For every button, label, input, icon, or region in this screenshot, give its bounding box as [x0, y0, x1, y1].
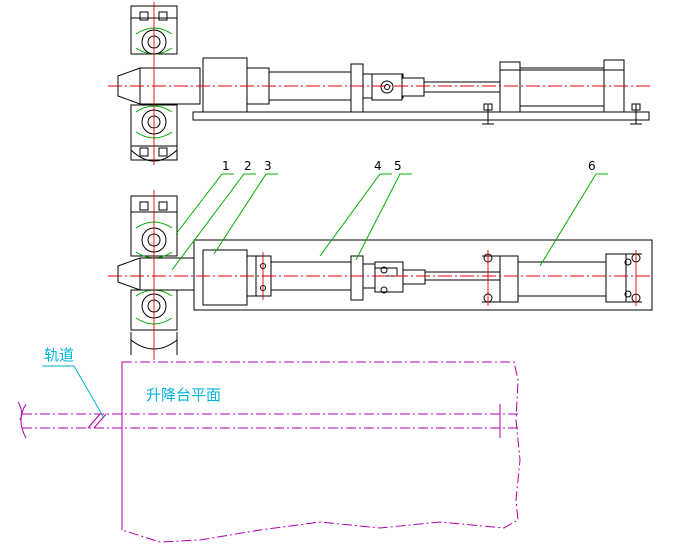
- rail-label: 轨道: [44, 346, 74, 364]
- rail: [17, 401, 520, 439]
- leader-lines: [171, 173, 608, 271]
- annotations: 轨道 升降台平面: [42, 346, 221, 419]
- lift-platform: [121, 361, 521, 543]
- part-number-3: 3: [264, 159, 272, 173]
- platform-label: 升降台平面: [146, 386, 221, 404]
- part-number-4: 4: [374, 159, 382, 173]
- front-view: [108, 190, 653, 360]
- part-number-1: 1: [222, 159, 230, 173]
- part-number-2: 2: [244, 159, 252, 173]
- part-number-5: 5: [394, 159, 402, 173]
- top-view: [108, 2, 652, 165]
- part-number-6: 6: [588, 159, 596, 173]
